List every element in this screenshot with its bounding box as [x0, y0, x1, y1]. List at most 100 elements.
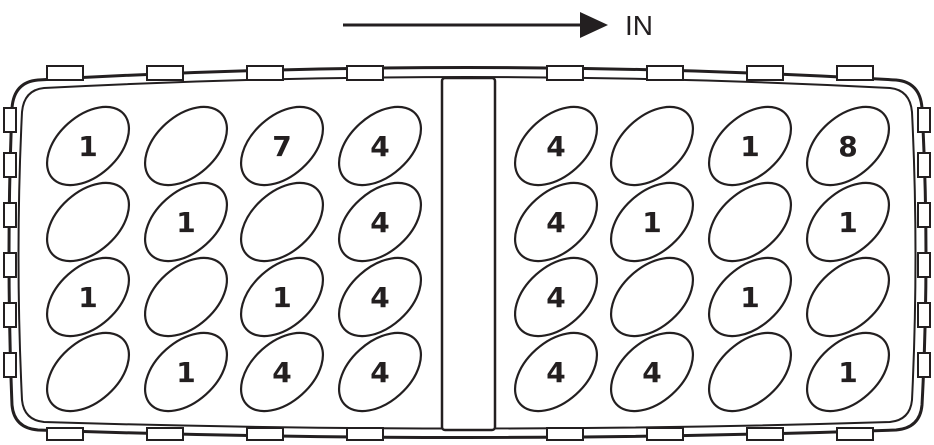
seat-count-label: 4	[546, 281, 565, 314]
bottom-edge-tab	[836, 427, 874, 441]
top-edge-tab	[346, 65, 384, 81]
top-edge-tab	[146, 65, 184, 81]
seat-count-label: 4	[546, 356, 565, 389]
seat-outline	[609, 181, 695, 263]
right-block-seat	[805, 256, 891, 338]
seat-count-label: 4	[370, 356, 389, 389]
seat-count-label: 4	[546, 130, 565, 163]
seat-outline	[337, 256, 423, 338]
right-block-seat: 1	[707, 256, 793, 338]
right-block-seat: 4	[513, 181, 599, 263]
seat-outline	[143, 181, 229, 263]
left-block-seat: 1	[239, 256, 325, 338]
seat-count-label: 4	[546, 206, 565, 239]
left-block-seat	[239, 181, 325, 263]
seat-outline	[239, 181, 325, 263]
left-block-seat: 4	[337, 105, 423, 187]
seat-count-label: 4	[370, 130, 389, 163]
right-edge-tab	[917, 352, 931, 378]
seat-outline	[805, 331, 891, 413]
seat-outline	[45, 331, 131, 413]
seat-outline	[45, 181, 131, 263]
right-edge-tab	[917, 302, 931, 328]
seat-outline	[45, 256, 131, 338]
right-edge-tab	[917, 202, 931, 228]
left-block-seat	[143, 256, 229, 338]
right-block-seat	[707, 331, 793, 413]
direction-label: IN	[625, 10, 653, 41]
left-edge-tab	[3, 152, 17, 178]
left-block-seat: 7	[239, 105, 325, 187]
bottom-edge-tab	[246, 427, 284, 441]
seat-outline	[805, 181, 891, 263]
right-block-seat: 4	[609, 331, 695, 413]
seat-outline	[143, 256, 229, 338]
top-edge-tab	[246, 65, 284, 81]
seat-outline	[707, 105, 793, 187]
seat-count-label: 4	[272, 356, 291, 389]
seat-outline	[337, 105, 423, 187]
seat-outline	[143, 331, 229, 413]
right-block-seat: 4	[513, 105, 599, 187]
left-block-seat: 4	[337, 331, 423, 413]
seat-outline	[707, 331, 793, 413]
left-block-seat	[45, 181, 131, 263]
left-seat-block: 1 1 1 1 7 1 4 4 4 4 4	[45, 105, 423, 413]
bottom-edge-tab	[46, 427, 84, 441]
tray-edge-tabs	[3, 65, 931, 441]
right-edge-tab	[917, 252, 931, 278]
seat-outline	[513, 256, 599, 338]
seat-count-label: 4	[370, 206, 389, 239]
left-block-seat	[143, 105, 229, 187]
seat-outline	[805, 105, 891, 187]
bottom-edge-tab	[146, 427, 184, 441]
seat-outline	[609, 331, 695, 413]
right-block-seat	[609, 256, 695, 338]
seat-count-label: 1	[838, 206, 857, 239]
seat-count-label: 1	[642, 206, 661, 239]
seat-outline	[143, 105, 229, 187]
seat-count-label: 1	[78, 281, 97, 314]
top-edge-tab	[46, 65, 84, 81]
left-edge-tab	[3, 202, 17, 228]
bottom-edge-tab	[546, 427, 584, 441]
seat-outline	[513, 331, 599, 413]
seat-outline	[805, 256, 891, 338]
left-block-seat: 4	[239, 331, 325, 413]
right-block-seat	[609, 105, 695, 187]
right-block-seat	[707, 181, 793, 263]
bottom-edge-tab	[346, 427, 384, 441]
seat-count-label: 1	[78, 130, 97, 163]
seat-outline	[337, 331, 423, 413]
seat-outline	[513, 105, 599, 187]
left-edge-tab	[3, 252, 17, 278]
seat-outline	[45, 105, 131, 187]
right-edge-tab	[917, 152, 931, 178]
seat-outline	[609, 105, 695, 187]
right-block-seat: 1	[805, 181, 891, 263]
seat-count-label: 1	[272, 281, 291, 314]
left-block-seat: 1	[143, 181, 229, 263]
left-block-seat: 1	[143, 331, 229, 413]
left-edge-tab	[3, 302, 17, 328]
right-block-seat: 1	[609, 181, 695, 263]
left-block-seat: 4	[337, 181, 423, 263]
right-block-seat: 1	[707, 105, 793, 187]
left-block-seat	[45, 331, 131, 413]
top-edge-tab	[546, 65, 584, 81]
top-edge-tab	[836, 65, 874, 81]
direction-arrow-head	[580, 12, 608, 38]
center-divider	[440, 76, 497, 432]
seat-count-label: 1	[740, 281, 759, 314]
seat-count-label: 1	[176, 206, 195, 239]
right-block-seat: 8	[805, 105, 891, 187]
seat-outline	[239, 105, 325, 187]
seat-count-label: 4	[370, 281, 389, 314]
seat-outline	[707, 256, 793, 338]
right-block-seat: 4	[513, 331, 599, 413]
right-edge-tab	[917, 107, 931, 133]
left-block-seat: 4	[337, 256, 423, 338]
